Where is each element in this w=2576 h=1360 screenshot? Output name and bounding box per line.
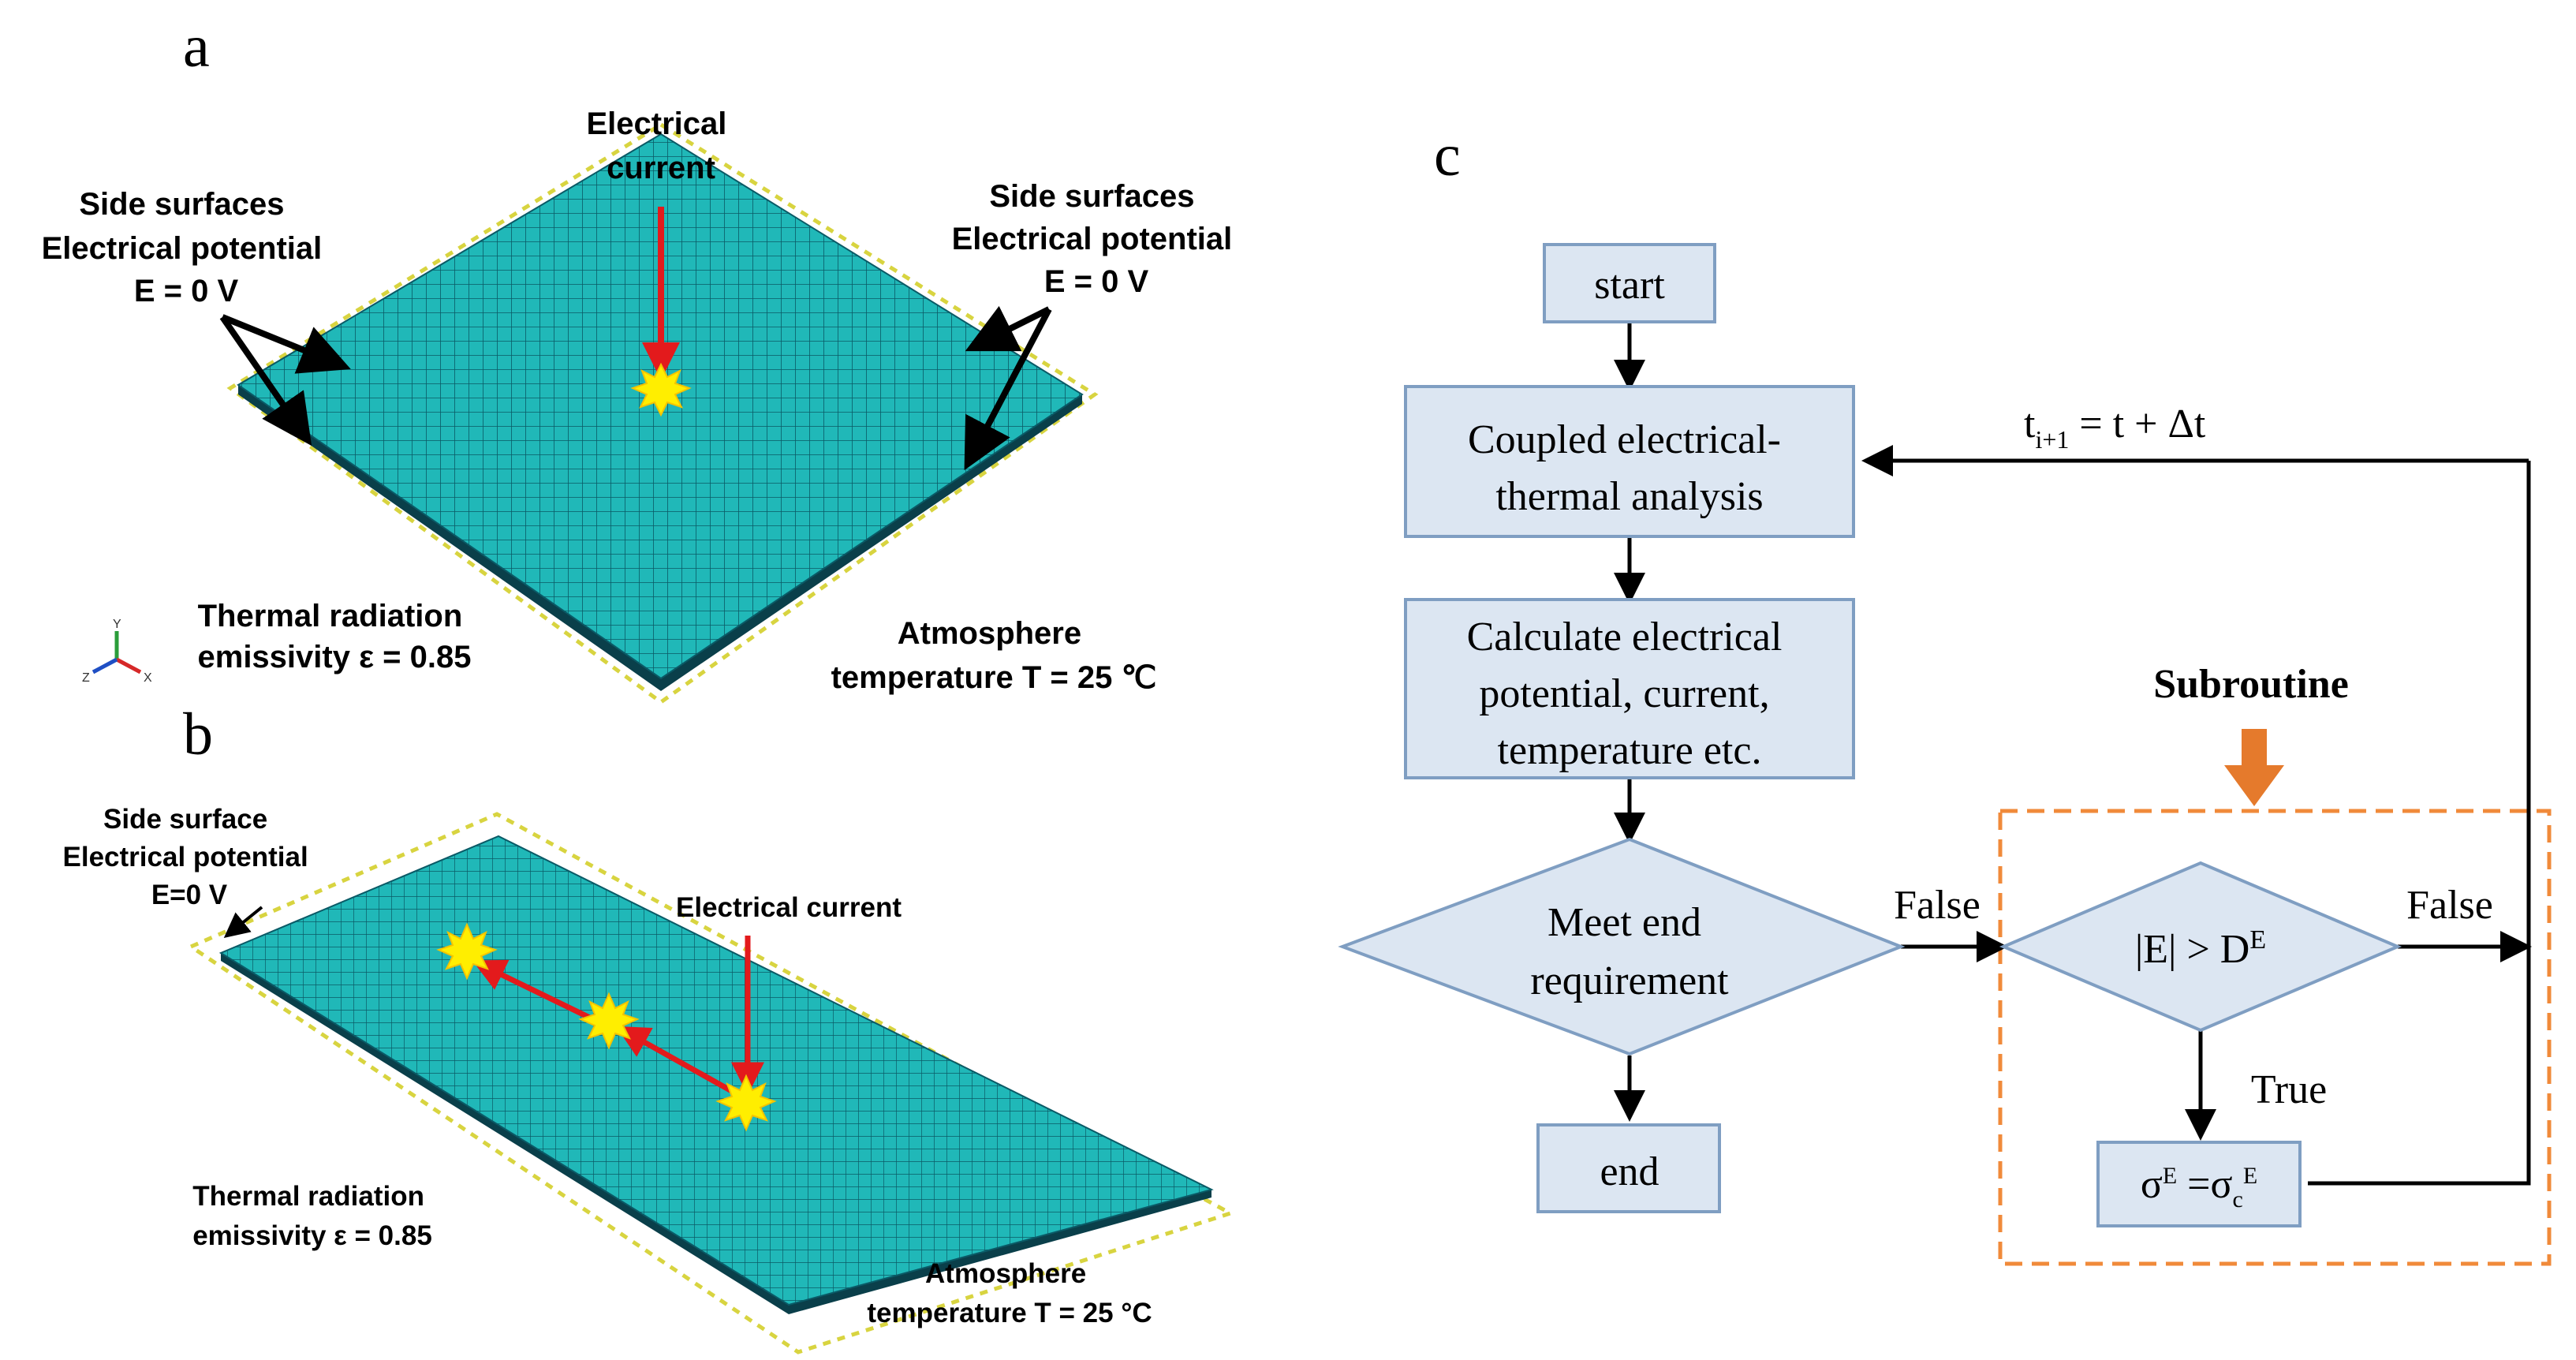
subroutine-arrow-icon — [2224, 729, 2284, 806]
time-step-label: ti+1 = t + Δt — [2024, 402, 2206, 454]
axis-triad-icon: Y Z X — [82, 618, 152, 685]
connector-update-loop — [2308, 461, 2531, 1186]
start-box — [1543, 243, 1716, 323]
calculate-label: Calculate electrical potential, current,… — [1467, 615, 1793, 773]
svg-text:Y: Y — [113, 618, 121, 631]
subroutine-label: Subroutine — [2153, 662, 2349, 707]
true-label: True — [2251, 1067, 2327, 1112]
false-label-left: False — [1894, 883, 1981, 928]
panel-b-spark-3 — [715, 1074, 777, 1132]
coupled-analysis-box — [1404, 385, 1855, 538]
panel-a-left-arrow-2 — [219, 315, 312, 446]
panel-a-side-right-label: Side surfaces Electrical potential E = 0… — [952, 179, 1241, 299]
panel-a: a Electrical current Side surfaces Elect… — [42, 13, 1241, 705]
update-label: σE =σcE — [2141, 1162, 2257, 1212]
panel-b-spark-1 — [436, 922, 498, 981]
panel-a-atmosphere-label: Atmosphere temperature T = 25 ℃ — [831, 616, 1157, 695]
calculate-box — [1404, 598, 1855, 779]
panel-a-boundary — [226, 122, 1099, 705]
panel-c: c Subroutine start Coupled electrical- t… — [1338, 122, 2552, 1266]
false-label-right: False — [2406, 883, 2493, 928]
meet-end-diamond — [1338, 837, 1906, 1056]
condition-label: |E| > DE — [2135, 925, 2266, 972]
panel-b-side-arrow — [223, 906, 263, 939]
panel-b-radiation-label: Thermal radiation emissivity ε = 0.85 — [192, 1181, 432, 1251]
panel-b-side-label: Side surface Electrical potential E=0 V — [63, 804, 316, 910]
panel-b-letter: b — [183, 701, 213, 768]
condition-diamond — [1999, 861, 2402, 1033]
panel-a-left-arrow-1 — [221, 314, 351, 374]
panel-a-right-arrow-1 — [965, 305, 1051, 352]
meet-end-label: Meet end requirement — [1530, 900, 1729, 1003]
panel-a-letter: a — [183, 13, 210, 80]
subroutine-box — [1998, 809, 2552, 1266]
panel-b-path-arrow-2 — [472, 959, 601, 1026]
panel-b-boundary — [186, 812, 1236, 1354]
panel-b-current-label: Electrical current — [676, 892, 902, 923]
coupled-analysis-label: Coupled electrical- thermal analysis — [1468, 417, 1791, 519]
svg-text:X: X — [144, 671, 152, 685]
svg-text:Z: Z — [82, 671, 90, 685]
start-label: start — [1594, 263, 1665, 308]
panel-b: b Side surface Electrical potential E=0 … — [63, 701, 1236, 1354]
update-box — [2096, 1141, 2302, 1227]
end-box — [1536, 1123, 1721, 1213]
panel-a-current-label: Electrical current — [586, 106, 735, 185]
panel-a-side-left-label: Side surfaces Electrical potential E = 0… — [42, 187, 331, 308]
panel-a-radiation-label: Thermal radiation emissivity ε = 0.85 — [198, 599, 472, 674]
panel-b-path-arrow-1 — [615, 1026, 743, 1100]
panel-b-atmosphere-label: Atmosphere temperature T = 25 °C — [867, 1258, 1152, 1328]
panel-c-letter: c — [1434, 122, 1461, 189]
panel-a-right-arrow-2 — [964, 308, 1052, 471]
panel-b-spark-2 — [578, 992, 640, 1050]
end-label: end — [1600, 1149, 1659, 1194]
panel-a-spark — [630, 362, 692, 417]
